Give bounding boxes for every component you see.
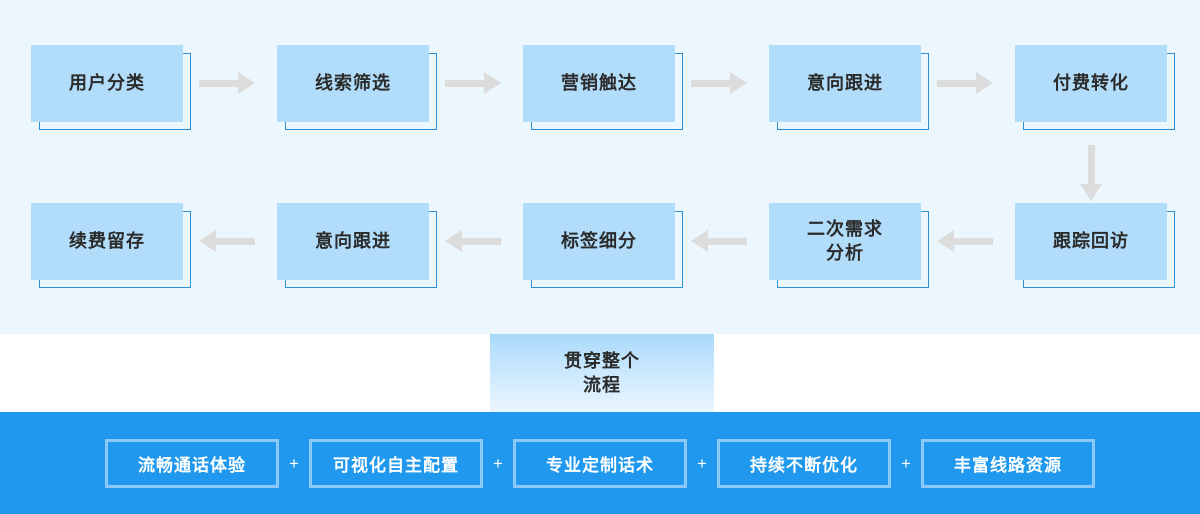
arrow-left-icon [445,230,501,252]
flow-node-row1-4[interactable]: 意向跟进 [769,45,929,130]
flow-node-row2-5[interactable]: 跟踪回访 [1015,203,1175,288]
arrow-head [445,230,462,252]
feature-pill-label: 流畅通话体验 [138,455,246,475]
arrow-left-icon [199,230,255,252]
arrow-right-icon [691,72,747,94]
arrow-shaft [953,238,993,245]
arrow-shaft [937,80,977,87]
flow-node-face: 二次需求 分析 [769,203,921,280]
flow-node-label: 付费转化 [1053,72,1129,93]
arrow-head [484,72,501,94]
feature-pill-4[interactable]: 持续不断优化 [717,438,891,488]
feature-pill-2[interactable]: 可视化自主配置 [309,438,483,488]
feature-pill-1[interactable]: 流畅通话体验 [105,438,279,488]
flow-node-label: 线索筛选 [315,72,391,93]
arrow-shaft [1088,145,1095,185]
flow-node-label: 跟踪回访 [1053,230,1129,251]
callout-label: 贯穿整个 流程 [564,350,640,395]
flow-node-row2-2[interactable]: 意向跟进 [277,203,437,288]
flow-node-row1-2[interactable]: 线索筛选 [277,45,437,130]
arrow-right-icon [199,72,255,94]
feature-pill-label: 可视化自主配置 [333,455,459,475]
arrow-head [976,72,993,94]
arrow-shaft [445,80,485,87]
arrow-left-icon [937,230,993,252]
flow-node-label: 二次需求 分析 [807,219,883,263]
feature-pill-5[interactable]: 丰富线路资源 [921,438,1095,488]
arrow-right-icon [445,72,501,94]
flow-node-face: 线索筛选 [277,45,429,122]
feature-pill-label: 持续不断优化 [750,455,858,475]
flow-node-label: 标签细分 [561,230,637,251]
plus-separator-icon: + [289,453,299,473]
feature-band: 流畅通话体验 + 可视化自主配置 + 专业定制话术 + 持续不断优化 + 丰富线… [0,412,1200,514]
flow-node-row2-3[interactable]: 标签细分 [523,203,683,288]
flow-node-face: 意向跟进 [769,45,921,122]
flow-node-face: 跟踪回访 [1015,203,1167,280]
arrow-head [199,230,216,252]
plus-separator-icon: + [493,453,503,473]
flow-node-face: 标签细分 [523,203,675,280]
arrow-head [238,72,255,94]
plus-separator-icon: + [697,453,707,473]
flow-node-row1-5[interactable]: 付费转化 [1015,45,1175,130]
feature-pill-label: 丰富线路资源 [954,455,1062,475]
flow-node-face: 营销触达 [523,45,675,122]
flow-node-label: 意向跟进 [807,72,883,93]
arrow-shaft [691,80,731,87]
arrow-head [691,230,708,252]
arrow-shaft [707,238,747,245]
flow-node-row2-4[interactable]: 二次需求 分析 [769,203,929,288]
feature-pill-label: 专业定制话术 [546,455,654,475]
flow-node-label: 意向跟进 [315,230,391,251]
flow-diagram-section: 用户分类 线索筛选 营销触达 意向跟进 付费转化 [0,0,1200,334]
process-wide-callout: 贯穿整个 流程 [490,334,714,412]
flow-node-label: 营销触达 [561,72,637,93]
arrow-left-icon [691,230,747,252]
arrow-down-icon [1080,145,1102,201]
flow-node-row1-1[interactable]: 用户分类 [31,45,191,130]
flow-node-row1-3[interactable]: 营销触达 [523,45,683,130]
flow-node-row2-1[interactable]: 续费留存 [31,203,191,288]
arrow-head [1080,184,1102,201]
flow-node-face: 用户分类 [31,45,183,122]
flow-node-label: 续费留存 [69,230,145,251]
arrow-right-icon [937,72,993,94]
arrow-shaft [215,238,255,245]
arrow-head [730,72,747,94]
arrow-shaft [199,80,239,87]
flow-node-label: 用户分类 [69,72,145,93]
feature-pill-3[interactable]: 专业定制话术 [513,438,687,488]
flow-node-face: 意向跟进 [277,203,429,280]
flow-node-face: 付费转化 [1015,45,1167,122]
flow-node-face: 续费留存 [31,203,183,280]
arrow-shaft [461,238,501,245]
arrow-head [937,230,954,252]
plus-separator-icon: + [901,453,911,473]
